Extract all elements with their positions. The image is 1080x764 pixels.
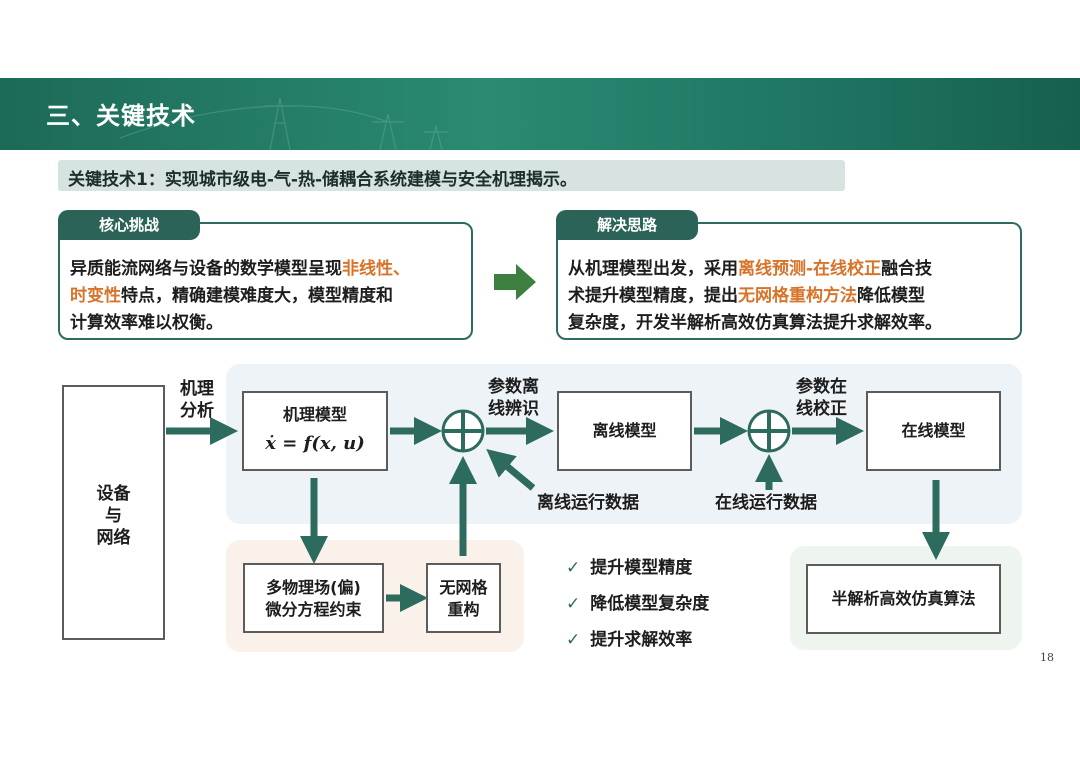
benefit-text-2: 降低模型复杂度 [590,594,710,614]
meshless-line2: 重构 [447,600,480,619]
solution-highlight-offline-online: 离线预测-在线校正 [738,259,882,279]
benefits-list: ✓ 提升模型精度 ✓ 降低模型复杂度 ✓ 提升求解效率 [566,550,709,658]
pylon-background-icon [119,97,448,150]
benefit-text-3: 提升求解效率 [590,630,693,650]
param-online-line1: 参数在 [796,377,847,397]
mechanism-model-equation: ẋ = f(x, u) [265,433,365,454]
param-online-correct-label: 参数在 线校正 [796,376,847,420]
device-label-3: 网络 [96,528,131,548]
benefit-text-1: 提升模型精度 [590,558,693,578]
mechanism-analysis-line2: 分析 [180,401,214,421]
offline-model-box: 离线模型 [557,391,692,471]
meshless-line1: 无网格 [439,578,488,597]
challenge-text: 异质能流网络与设备的数学模型呈现非线性、 时变性特点，精确建模难度大，模型精度和… [70,256,470,337]
challenge-line1: 异质能流网络与设备的数学模型呈现 [70,259,342,279]
arrow-offline-data-to-sum1 [486,449,536,491]
mechanism-model-box: 机理模型 ẋ = f(x, u) [242,391,388,471]
challenge-line3: 计算效率难以权衡。 [70,313,223,333]
solution-line1b: 融合技 [881,259,933,279]
sum-junction-1 [441,409,485,453]
mechanism-analysis-line1: 机理 [180,379,214,399]
solution-text: 从机理模型出发，采用离线预测-在线校正融合技 术提升模型精度，提出无网格重构方法… [568,256,1020,337]
semi-analytic-box: 半解析高效仿真算法 [806,564,1001,634]
meshless-box: 无网格 重构 [426,563,501,633]
mechanism-analysis-label: 机理 分析 [180,378,214,422]
challenge-line2: 特点，精确建模难度大，模型精度和 [121,286,393,306]
pde-constraint-box: 多物理场(偏) 微分方程约束 [243,563,384,633]
device-label-1: 设备 [96,484,131,504]
right-arrow-icon [494,264,536,300]
solution-line2b: 降低模型 [857,286,925,306]
online-model-box: 在线模型 [866,391,1001,471]
challenge-highlight-nonlinear: 非线性、 [342,259,410,279]
sum-junction-2 [747,409,791,453]
challenge-highlight-timevarying: 时变性 [70,286,121,306]
online-data-label: 在线运行数据 [715,493,817,513]
offline-data-label: 离线运行数据 [537,493,639,513]
param-offline-line2: 线辨识 [488,399,539,419]
pde-line1: 多物理场(偏) [266,578,361,597]
solution-tab: 解决思路 [556,210,698,240]
page-number: 18 [1040,651,1054,664]
mechanism-model-title: 机理模型 [282,405,347,424]
solution-line2: 术提升模型精度，提出 [568,286,738,306]
topic-bar: 关键技术1：实现城市级电-气-热-储耦合系统建模与安全机理揭示。 [58,160,845,191]
header-banner [0,78,1080,150]
check-icon: ✓ [566,594,581,614]
benefit-item: ✓ 提升模型精度 [566,550,709,586]
check-icon: ✓ [566,558,581,578]
solution-line1: 从机理模型出发，采用 [568,259,738,279]
challenge-card: 异质能流网络与设备的数学模型呈现非线性、 时变性特点，精确建模难度大，模型精度和… [58,222,473,340]
device-network-box: 设备 与 网络 [62,385,165,640]
solution-line3: 复杂度，开发半解析高效仿真算法提升求解效率。 [568,313,942,333]
param-online-line2: 线校正 [796,399,847,419]
check-icon: ✓ [566,630,581,650]
benefit-item: ✓ 提升求解效率 [566,622,709,658]
device-label-2: 与 [105,506,122,526]
param-offline-line1: 参数离 [488,377,539,397]
challenge-tab: 核心挑战 [58,210,200,240]
benefit-item: ✓ 降低模型复杂度 [566,586,709,622]
pde-line2: 微分方程约束 [265,600,362,619]
solution-highlight-meshless: 无网格重构方法 [738,286,857,306]
page-title: 三、关键技术 [46,102,196,130]
solution-card: 从机理模型出发，采用离线预测-在线校正融合技 术提升模型精度，提出无网格重构方法… [556,222,1022,340]
param-offline-id-label: 参数离 线辨识 [488,376,539,420]
